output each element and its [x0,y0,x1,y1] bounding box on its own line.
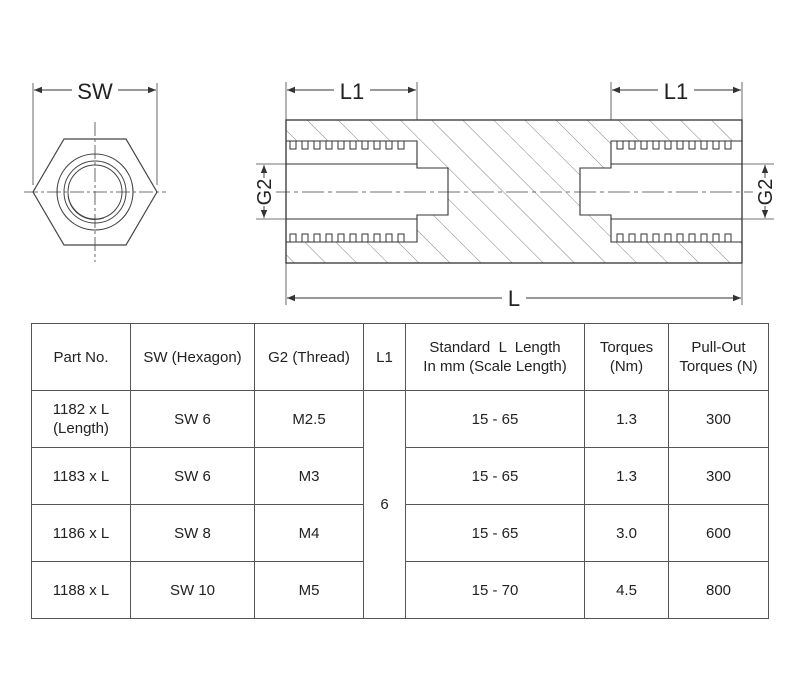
cell-pullout: 600 [668,504,769,562]
sw-label: SW [77,79,113,104]
header-pullout: Pull-Out Torques (N) [668,323,769,391]
header-part-no: Part No. [31,323,131,391]
cell-length: 15 - 65 [405,390,585,448]
table-row: 1183 x L SW 6 M3 15 - 65 1.3 300 [31,447,769,505]
cell-part-no-line1: 1182 x L [52,401,110,418]
l1-dimension-right: L1 [610,78,743,120]
l-label: L [508,286,520,311]
cell-g2: M5 [254,561,364,619]
cell-g2: M2.5 [254,390,364,448]
header-sw: SW (Hexagon) [130,323,255,391]
section-view [268,119,762,264]
header-g2: G2 (Thread) [254,323,364,391]
header-standard-length-line2: In mm (Scale Length) [423,358,567,375]
cell-sw: SW 10 [130,561,255,619]
table-row: 1186 x L SW 8 M4 15 - 65 3.0 600 [31,504,769,562]
g2-dimension-left: G2 [252,163,286,220]
table-row: 1182 x L (Length) SW 6 M2.5 6 15 - 65 1.… [31,390,769,619]
cell-g2: M3 [254,447,364,505]
header-standard-length: Standard L Length In mm (Scale Length) [405,323,585,391]
cell-sw: SW 8 [130,504,255,562]
table-row: 1188 x L SW 10 M5 15 - 70 4.5 800 [31,561,769,619]
l-dimension: L [285,263,743,311]
header-standard-length-line1: Standard L Length [429,339,561,356]
cell-part-no: 1188 x L [31,561,131,619]
header-torques: Torques (Nm) [584,323,669,391]
thread-teeth-right-top [616,141,732,150]
l1-dimension-left: L1 [285,78,418,120]
cell-sw: SW 6 [130,390,255,448]
cell-part-no: 1182 x L (Length) [31,390,131,448]
cell-pullout: 300 [668,390,769,448]
g2-left-label: G2 [254,179,276,206]
sw-dimension: SW [32,78,158,185]
cell-torque: 1.3 [584,390,669,448]
cell-part-no-line2: (Length) [53,420,109,437]
header-l1: L1 [363,323,406,391]
cell-g2: M4 [254,504,364,562]
thread-teeth-right-bottom [616,233,732,242]
cell-torque: 3.0 [584,504,669,562]
g2-right-label: G2 [755,179,777,206]
thread-teeth-left-top [289,141,405,150]
cell-length: 15 - 70 [405,561,585,619]
table-header-row: Part No. SW (Hexagon) G2 (Thread) L1 Sta… [31,323,769,391]
cell-part-no: 1183 x L [31,447,131,505]
technical-drawing: SW L1 [24,78,777,311]
cell-pullout: 300 [668,447,769,505]
cell-length: 15 - 65 [405,504,585,562]
end-view-hexagon [24,122,166,262]
specification-table: Part No. SW (Hexagon) G2 (Thread) L1 Sta… [31,323,769,619]
l1-right-label: L1 [664,79,688,104]
header-pullout-line2: Torques (N) [679,358,758,375]
cell-l1: 6 [363,390,406,619]
thread-teeth-left-bottom [289,233,405,242]
cell-pullout: 800 [668,561,769,619]
header-torques-line1: Torques [599,339,654,356]
header-pullout-line1: Pull-Out [691,339,746,356]
cell-sw: SW 6 [130,447,255,505]
l1-left-label: L1 [340,79,364,104]
header-torques-line2: (Nm) [609,358,644,375]
cell-torque: 1.3 [584,447,669,505]
cell-part-no: 1186 x L [31,504,131,562]
g2-dimension-right: G2 [742,163,777,220]
cell-torque: 4.5 [584,561,669,619]
cell-length: 15 - 65 [405,447,585,505]
